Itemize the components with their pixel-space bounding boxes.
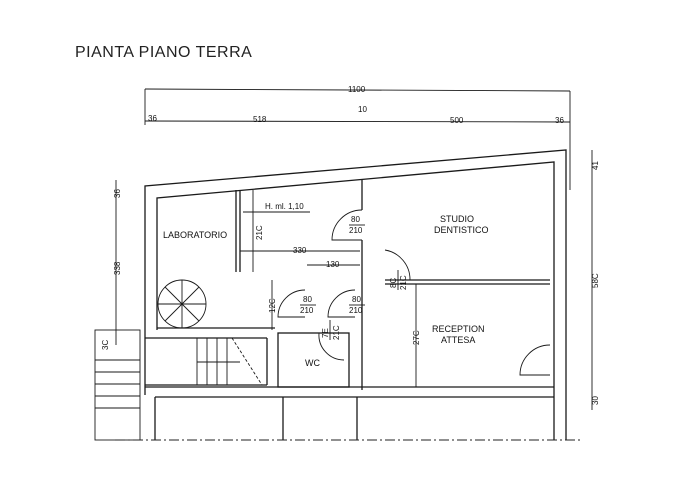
door-label-lab: 80 210 (300, 295, 316, 315)
door-label-wc: 7E 21C (321, 320, 341, 340)
dim-partition: 21C (255, 225, 264, 240)
walls (94, 149, 580, 441)
dim-right-span: 500 (450, 116, 464, 125)
partition-height-note: H. ml. 1,10 (265, 202, 304, 211)
dim-lab-height: 338 (113, 261, 122, 275)
room-studio-line2: DENTISTICO (434, 225, 489, 235)
svg-text:21C: 21C (399, 275, 408, 290)
dim-left-wall: 36 (148, 114, 157, 123)
dim-reception-depth: 27C (412, 330, 421, 345)
svg-text:80: 80 (352, 295, 361, 304)
svg-text:21C: 21C (332, 325, 341, 340)
dim-top-wall-left: 36 (113, 189, 122, 198)
dim-lab-width: 330 (293, 246, 307, 255)
svg-text:80: 80 (351, 215, 360, 224)
room-studio-line1: STUDIO (440, 214, 474, 224)
dim-middle-wall: 10 (358, 105, 367, 114)
plan-title: PIANTA PIANO TERRA (75, 44, 252, 61)
dim-right-bottom: 30 (591, 396, 600, 405)
door-label-reception: 8C 21C (389, 270, 408, 290)
stairs (157, 279, 263, 386)
dim-left-span: 518 (253, 115, 267, 124)
door-swings (277, 209, 551, 376)
room-laboratorio: LABORATORIO (163, 230, 227, 240)
dim-small-left: 3C (101, 340, 110, 350)
svg-text:210: 210 (349, 226, 363, 235)
top-dimensions: 1100 36 518 10 500 36 (144, 85, 571, 190)
dim-corridor: 130 (326, 260, 340, 269)
left-dimensions: 36 338 3C (101, 180, 122, 350)
door-label-corridor: 80 210 (349, 295, 365, 315)
svg-text:210: 210 (349, 306, 363, 315)
dim-right-wall: 36 (555, 116, 564, 125)
dim-right-top: 41 (591, 161, 600, 170)
door-label-studio: 80 210 (349, 215, 365, 235)
right-dimensions: 41 58C 30 (591, 150, 600, 410)
dim-right-height: 58C (591, 273, 600, 288)
dim-total: 1100 (348, 85, 366, 94)
room-wc: WC (305, 358, 320, 368)
svg-text:80: 80 (303, 295, 312, 304)
svg-text:8C: 8C (389, 278, 398, 288)
room-reception-line2: ATTESA (441, 335, 475, 345)
dim-corridor-depth: 12C (268, 298, 277, 313)
svg-text:7E: 7E (321, 328, 330, 338)
svg-text:210: 210 (300, 306, 314, 315)
room-reception-line1: RECEPTION (432, 324, 485, 334)
